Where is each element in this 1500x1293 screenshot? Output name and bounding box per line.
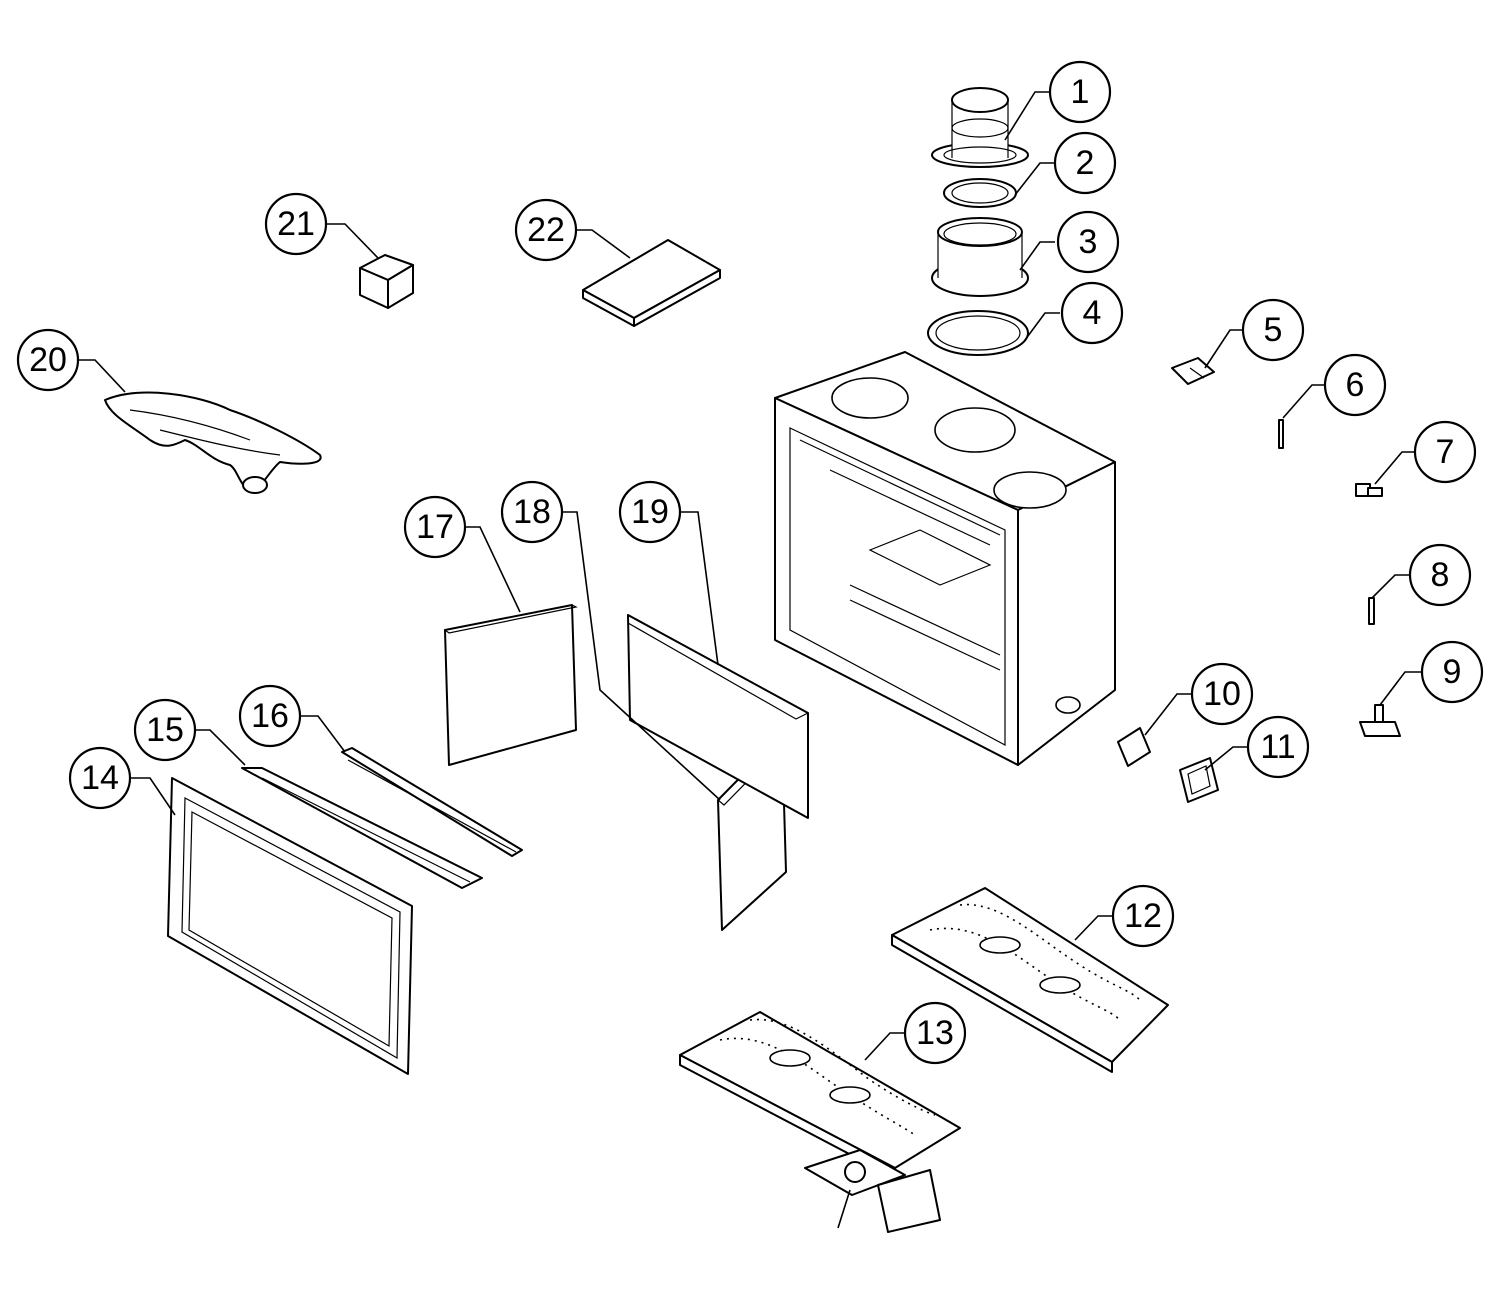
callout-8-label: 8 bbox=[1431, 556, 1450, 594]
callout-6-label: 6 bbox=[1346, 366, 1365, 404]
callout-11-label: 11 bbox=[1260, 728, 1295, 766]
callout-2: 2 bbox=[1053, 131, 1117, 195]
callout-1-label: 1 bbox=[1071, 73, 1090, 111]
callout-5: 5 bbox=[1241, 298, 1305, 362]
callout-13: 13 bbox=[903, 1001, 967, 1065]
callout-20-label: 20 bbox=[29, 341, 67, 379]
part-20-log-set bbox=[104, 391, 322, 494]
callout-19-label: 19 bbox=[631, 493, 669, 531]
part-21-cube bbox=[359, 254, 414, 309]
callout-5-label: 5 bbox=[1264, 311, 1283, 349]
part-17-refractory-panel bbox=[443, 604, 578, 766]
callout-15-label: 15 bbox=[146, 711, 184, 749]
part-4-gasket bbox=[927, 310, 1029, 356]
callout-17: 17 bbox=[403, 495, 467, 559]
callout-14: 14 bbox=[68, 746, 132, 810]
callout-11: 11 bbox=[1246, 715, 1310, 779]
part-6-thermocouple bbox=[1278, 419, 1284, 449]
part-2-gasket-ring bbox=[943, 178, 1017, 208]
callout-21: 21 bbox=[264, 192, 328, 256]
callout-1: 1 bbox=[1048, 60, 1112, 124]
callout-15: 15 bbox=[133, 698, 197, 762]
callout-3-label: 3 bbox=[1079, 223, 1098, 261]
part-22-manual bbox=[582, 239, 721, 327]
callout-16-label: 16 bbox=[251, 697, 289, 735]
part-14-door-frame bbox=[167, 777, 413, 1075]
callout-18-label: 18 bbox=[513, 493, 551, 531]
callout-14-label: 14 bbox=[81, 759, 119, 797]
callout-3: 3 bbox=[1056, 210, 1120, 274]
callout-9: 9 bbox=[1420, 640, 1484, 704]
callout-12-label: 12 bbox=[1124, 897, 1162, 935]
callout-9-label: 9 bbox=[1443, 653, 1462, 691]
callout-16: 16 bbox=[238, 684, 302, 748]
part-13-burner-assembly bbox=[679, 1011, 961, 1233]
callout-18: 18 bbox=[500, 480, 564, 544]
part-10-cover-plate bbox=[1117, 727, 1151, 767]
part-3-collar-ring bbox=[931, 217, 1029, 297]
part-7-fitting bbox=[1355, 483, 1383, 497]
leader-lines bbox=[78, 91, 1422, 1061]
callout-10: 10 bbox=[1190, 662, 1254, 726]
callout-13-label: 13 bbox=[916, 1014, 954, 1052]
callout-17-label: 17 bbox=[416, 508, 454, 546]
part-5-bracket bbox=[1171, 357, 1215, 385]
callout-7-label: 7 bbox=[1436, 433, 1455, 471]
callout-12: 12 bbox=[1111, 884, 1175, 948]
callout-19: 19 bbox=[618, 480, 682, 544]
callout-22: 22 bbox=[514, 198, 578, 262]
part-12-burner-tray bbox=[891, 887, 1169, 1073]
callout-7: 7 bbox=[1413, 420, 1477, 484]
callout-22-label: 22 bbox=[527, 211, 565, 249]
callout-6: 6 bbox=[1323, 353, 1387, 417]
part-16-top-trim bbox=[341, 747, 523, 857]
callout-21-label: 21 bbox=[277, 205, 315, 243]
callout-4-label: 4 bbox=[1083, 294, 1102, 332]
callout-10-label: 10 bbox=[1203, 675, 1241, 713]
callout-4: 4 bbox=[1060, 281, 1124, 345]
firebox-main bbox=[774, 351, 1116, 766]
callout-8: 8 bbox=[1408, 543, 1472, 607]
part-15-door-trim bbox=[241, 767, 483, 889]
part-11-gasket-plate bbox=[1179, 757, 1219, 803]
callout-20: 20 bbox=[16, 328, 80, 392]
callout-2-label: 2 bbox=[1076, 144, 1095, 182]
part-1-vent-collar bbox=[931, 87, 1029, 168]
part-8-igniter bbox=[1368, 597, 1375, 625]
part-9-pilot-assembly bbox=[1359, 704, 1401, 737]
part-19-refractory-panel bbox=[627, 613, 810, 819]
